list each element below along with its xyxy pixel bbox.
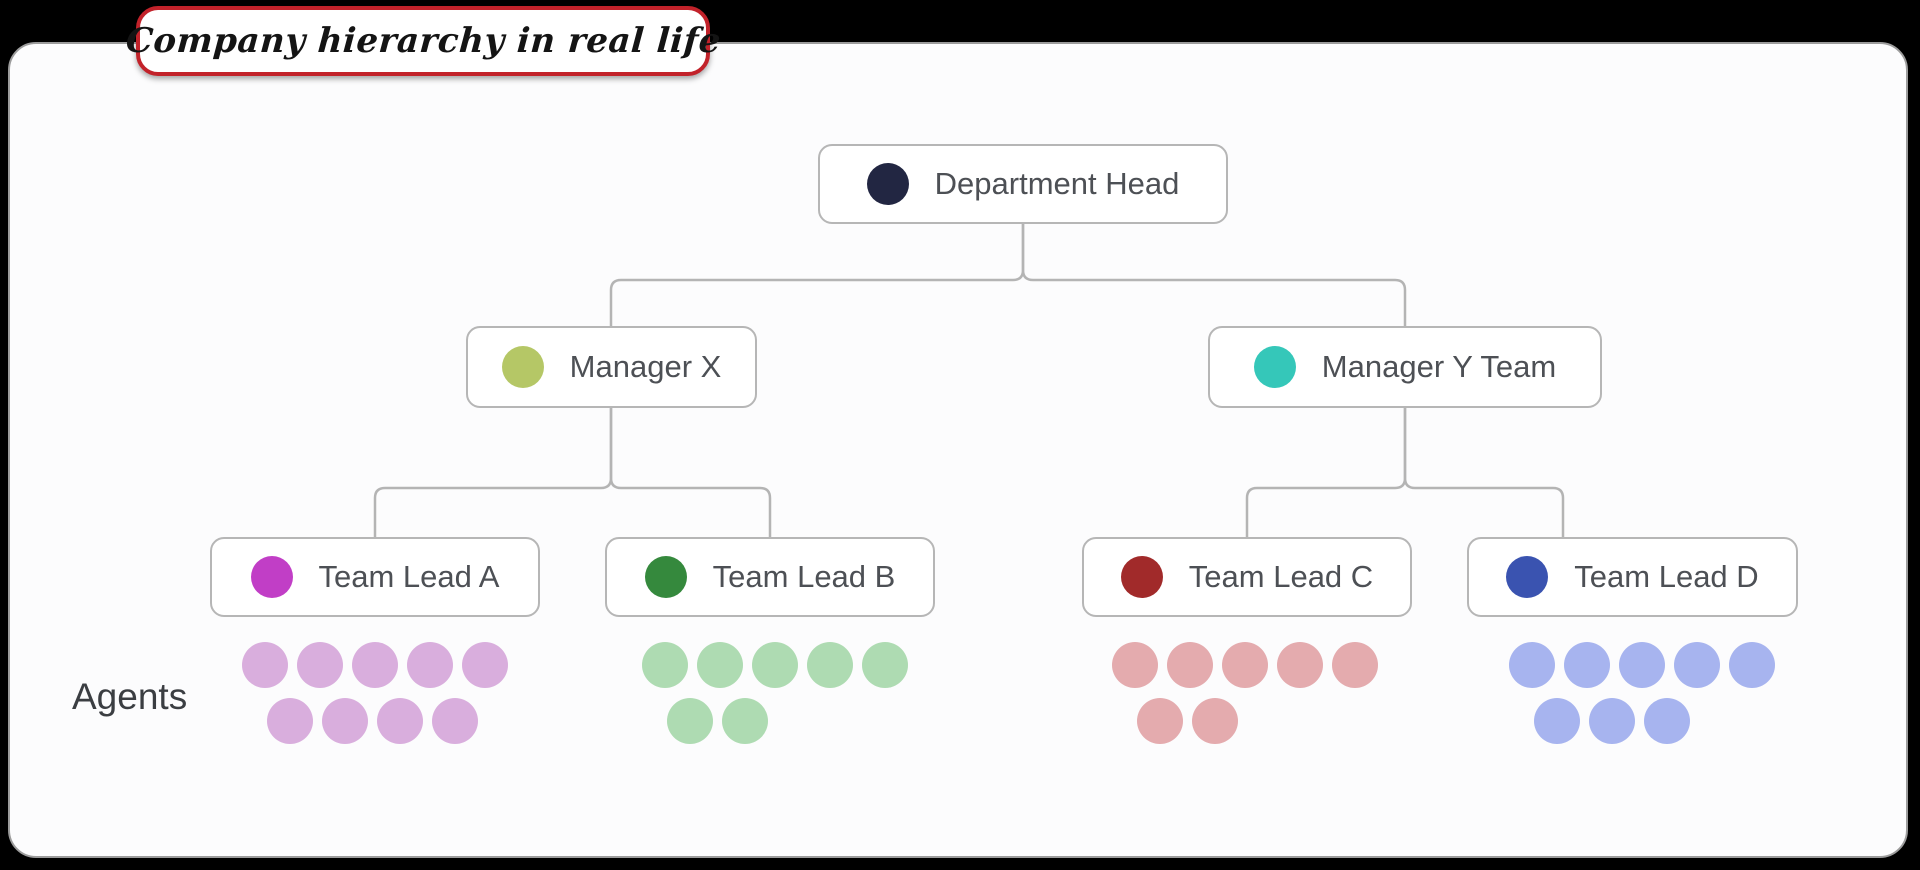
agent-dot [462, 642, 508, 688]
agent-dot [377, 698, 423, 744]
title-badge-label: Company hierarchy in real life [124, 21, 722, 61]
node-manager-x: Manager X [466, 326, 757, 408]
agent-dot [807, 642, 853, 688]
agent-dot [297, 642, 343, 688]
node-color-dot [501, 346, 544, 388]
agent-dot [1332, 642, 1378, 688]
node-team-lead-d: Team Lead D [1467, 537, 1798, 617]
node-label: Manager X [569, 349, 722, 384]
node-label: Team Lead C [1188, 559, 1374, 594]
node-color-dot [866, 163, 909, 205]
node-label: Department Head [934, 166, 1180, 201]
agent-dot [1167, 642, 1213, 688]
agent-dot [1192, 698, 1238, 744]
node-color-dot [1253, 346, 1296, 388]
agent-dot [752, 642, 798, 688]
node-department-head: Department Head [818, 144, 1228, 224]
agent-dot [1589, 698, 1635, 744]
node-label: Team Lead B [712, 559, 896, 594]
agents-axis-label: Agents [72, 676, 188, 717]
agent-dot [1137, 698, 1183, 744]
node-color-dot [250, 556, 293, 598]
agent-dot [352, 642, 398, 688]
agent-dot [1619, 642, 1665, 688]
agent-dot [407, 642, 453, 688]
node-color-dot [644, 556, 687, 598]
agent-dot [1112, 642, 1158, 688]
title-badge: Company hierarchy in real life [124, 6, 722, 76]
node-color-dot [1506, 556, 1549, 598]
agent-dot [642, 642, 688, 688]
node-label: Team Lead A [318, 559, 500, 594]
agent-dot [697, 642, 743, 688]
node-manager-y-team: Manager Y Team [1208, 326, 1602, 408]
agent-dot [722, 698, 768, 744]
agent-dot [1729, 642, 1775, 688]
node-team-lead-c: Team Lead C [1082, 537, 1412, 617]
agent-dot [1564, 642, 1610, 688]
node-color-dot [1120, 556, 1163, 598]
node-label: Manager Y Team [1321, 349, 1557, 384]
node-team-lead-b: Team Lead B [605, 537, 935, 617]
agent-dot [242, 642, 288, 688]
agent-dot [1277, 642, 1323, 688]
agent-dot [862, 642, 908, 688]
agent-dot [1534, 698, 1580, 744]
agent-dot [1222, 642, 1268, 688]
node-label: Team Lead D [1574, 559, 1759, 594]
agent-dot [432, 698, 478, 744]
agent-dot [267, 698, 313, 744]
agent-dot [1509, 642, 1555, 688]
agent-dot [667, 698, 713, 744]
agent-dot [322, 698, 368, 744]
agent-dot [1644, 698, 1690, 744]
agent-dot [1674, 642, 1720, 688]
node-team-lead-a: Team Lead A [210, 537, 540, 617]
